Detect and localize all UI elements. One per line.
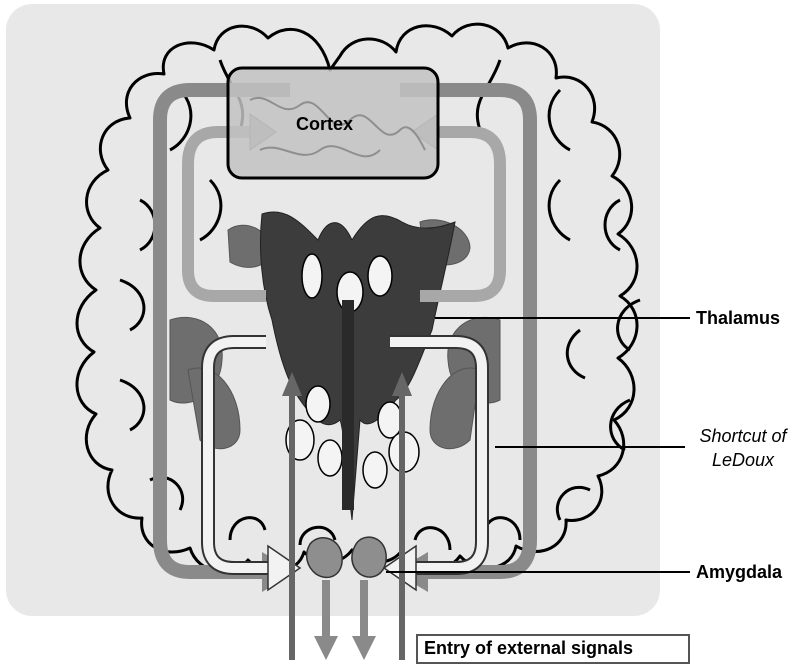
thalamus-label: Thalamus <box>696 308 780 329</box>
entry-label: Entry of external signals <box>424 638 633 659</box>
shortcut-label-line1: Shortcut of <box>688 424 798 448</box>
shortcut-label-line2: LeDoux <box>688 448 798 472</box>
amygdala-label: Amygdala <box>696 562 782 583</box>
midline-stem <box>342 300 354 510</box>
output-arrowheads <box>314 636 376 660</box>
cortex-label: Cortex <box>296 114 353 135</box>
shortcut-label: Shortcut of LeDoux <box>688 424 798 472</box>
